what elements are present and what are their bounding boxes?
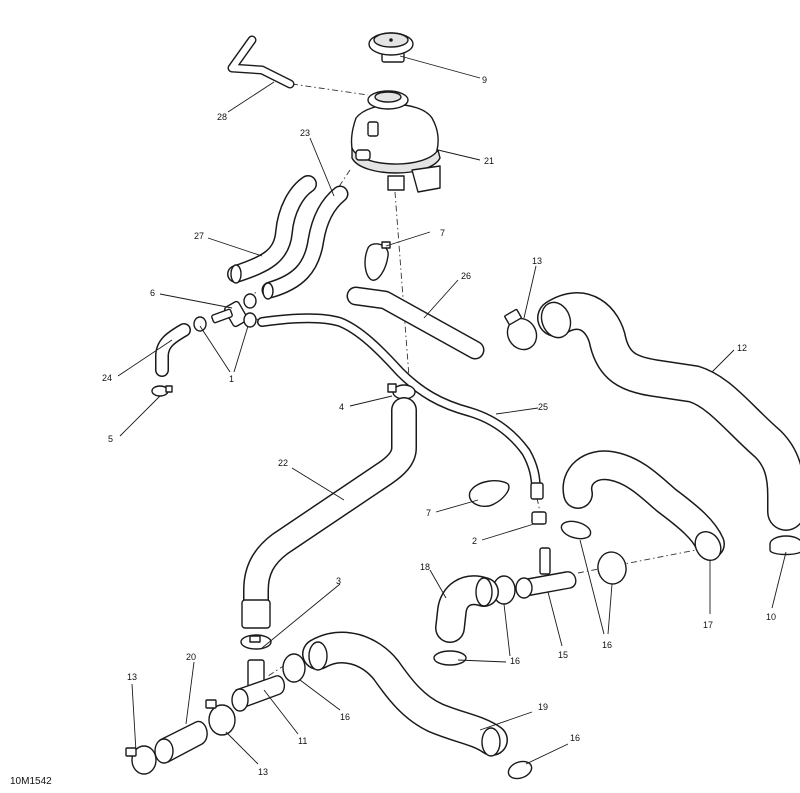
hose-clip-top (364, 241, 391, 281)
coolant-reservoir (350, 90, 441, 193)
callout-27: 27 (194, 231, 204, 241)
clamp-13-lower (205, 699, 236, 736)
clamp-16-lower (433, 650, 467, 666)
clamp-4 (387, 383, 416, 400)
callout-23: 23 (300, 128, 310, 138)
fitting-2 (531, 511, 547, 525)
callout-7-middle: 7 (426, 508, 431, 518)
callout-9: 9 (482, 75, 487, 85)
callout-13-left: 13 (127, 672, 137, 682)
callout-6: 6 (150, 288, 155, 298)
leader-lines (117, 55, 787, 765)
callout-13-top: 13 (532, 256, 542, 266)
t-fitting (193, 293, 257, 332)
document-code: 10M1542 (10, 776, 52, 787)
callout-11: 11 (298, 736, 307, 746)
callout-5: 5 (108, 434, 113, 444)
callout-25: 25 (538, 402, 548, 412)
callout-16-centre: 16 (510, 656, 520, 666)
clamps-16-right (560, 520, 627, 585)
t-connector-15 (515, 547, 577, 599)
sleeve-20 (154, 720, 208, 764)
callout-28: 28 (217, 112, 227, 122)
callout-20: 20 (186, 652, 196, 662)
overflow-tube (227, 35, 295, 89)
callout-4: 4 (339, 402, 344, 412)
callout-15: 15 (558, 650, 568, 660)
clamp-5 (151, 385, 173, 397)
hose-27 (227, 175, 317, 284)
hose-24 (155, 323, 191, 377)
hose-17 (562, 450, 725, 562)
hose-19 (302, 631, 508, 757)
callout-13-lower: 13 (258, 767, 268, 777)
hose-22 (241, 397, 417, 629)
callout-22: 22 (278, 458, 288, 468)
hose-clip-middle (468, 480, 510, 508)
pressure-cap (368, 32, 414, 63)
callout-26: 26 (461, 271, 471, 281)
callout-1: 1 (229, 374, 234, 384)
callout-24: 24 (102, 373, 112, 383)
callout-18: 18 (420, 562, 430, 572)
hose-12 (537, 292, 800, 531)
callout-21: 21 (484, 156, 494, 166)
clamp-16-bottom (507, 760, 533, 780)
callout-10: 10 (766, 612, 776, 622)
callout-19: 19 (538, 702, 548, 712)
callout-7-top: 7 (440, 228, 445, 238)
callout-16-bottom: 16 (570, 733, 580, 743)
hose-23 (261, 185, 349, 300)
callout-16-left: 16 (340, 712, 350, 722)
clamp-13-left (125, 745, 157, 775)
tube-25 (257, 313, 544, 500)
callout-12: 12 (737, 343, 747, 353)
clamp-3 (240, 634, 272, 650)
hose-26 (346, 286, 485, 360)
clamp-10 (769, 535, 800, 556)
t-connector-11 (231, 659, 286, 712)
callout-labels: 9 21 28 23 27 7 26 13 12 6 24 1 5 4 25 2… (102, 75, 776, 777)
callout-3: 3 (336, 576, 341, 586)
hose-18 (435, 575, 499, 643)
clamp-16-left (282, 653, 306, 683)
callout-16-right: 16 (602, 640, 612, 650)
callout-2: 2 (472, 536, 477, 546)
callout-17: 17 (703, 620, 713, 630)
clamp-13-top (504, 308, 538, 351)
